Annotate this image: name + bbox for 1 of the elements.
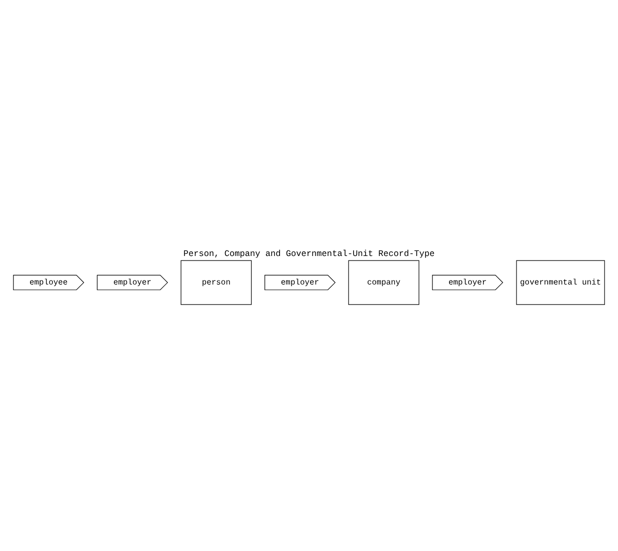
diagram-title: Person, Company and Governmental-Unit Record-Type <box>183 248 435 259</box>
